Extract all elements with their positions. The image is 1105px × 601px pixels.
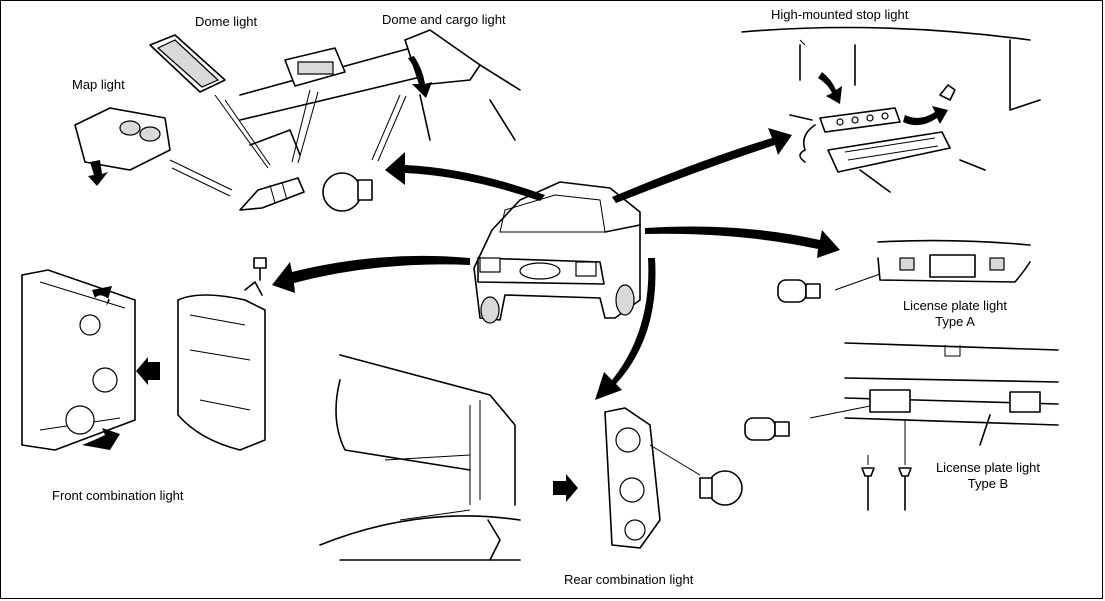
license-b-screws — [861, 420, 912, 511]
stop-light-cab — [741, 26, 1041, 111]
front-light-lens — [177, 281, 266, 451]
wedge-bulb — [322, 172, 373, 212]
stop-light-lens — [827, 131, 951, 173]
dome-light-part — [149, 34, 226, 93]
map-light-label: Map light — [72, 77, 125, 92]
front-light-screw — [253, 257, 267, 281]
license-plate-a-type: Type A — [935, 314, 975, 329]
license-plate-a-title: License plate light — [902, 298, 1008, 313]
license-plate-b-type: Type B — [967, 476, 1009, 491]
pickup-truck-drawing — [473, 181, 641, 324]
dome-cargo-light-label: Dome and cargo light — [382, 12, 506, 27]
front-light-housing — [21, 269, 136, 451]
truck-bed-drawing — [319, 354, 521, 561]
arrow-to-front-light — [272, 255, 470, 293]
rear-combination-light-label: Rear combination light — [564, 572, 694, 587]
dome-cargo-lens — [284, 47, 346, 87]
license-b-bulb — [744, 417, 790, 441]
license-plate-b-title: License plate light — [935, 460, 1041, 475]
dome-cargo-lamp-part — [404, 29, 481, 86]
map-light-down-arrow — [88, 160, 108, 186]
front-combination-light-label: Front combination light — [52, 488, 184, 503]
rear-light-assembly — [604, 407, 661, 549]
high-mounted-stop-light-label: High-mounted stop light — [771, 7, 909, 22]
license-plate-b-label: License plate light Type B — [928, 460, 1048, 492]
rear-light-direction-arrow — [553, 474, 578, 502]
dome-cargo-down-arrow — [408, 56, 432, 98]
license-b-pointer — [809, 405, 871, 419]
dome-light-label: Dome light — [195, 14, 258, 29]
stop-light-down-arrow — [818, 72, 842, 104]
arrow-to-interior — [385, 152, 545, 201]
interior-roof-drawing — [239, 39, 521, 156]
license-a-drawing — [877, 239, 1031, 283]
rear-light-pointer — [649, 444, 701, 476]
stop-light-screws — [789, 114, 986, 193]
callout-arrows — [272, 128, 840, 400]
arrow-to-license-a — [645, 226, 840, 258]
front-light-arrow-top — [92, 286, 112, 306]
stop-light-curved-arrow — [903, 106, 948, 126]
license-plate-a-label: License plate light Type A — [895, 298, 1015, 330]
front-light-arrow-bottom — [82, 428, 120, 450]
rear-light-bulb — [699, 470, 743, 506]
front-light-direction-arrow — [136, 357, 160, 385]
arrow-to-rear-light — [595, 258, 656, 400]
arrow-to-stop-light — [612, 128, 792, 203]
license-a-bulb — [777, 279, 821, 303]
license-b-drawing — [844, 342, 1059, 446]
festoon-bulb — [239, 177, 305, 211]
license-a-pointer — [834, 273, 881, 291]
stop-light-small-bulb — [939, 84, 956, 101]
map-light-part — [74, 107, 171, 171]
pointer-lines — [169, 89, 407, 197]
stop-light-bulb-holder — [799, 107, 901, 163]
